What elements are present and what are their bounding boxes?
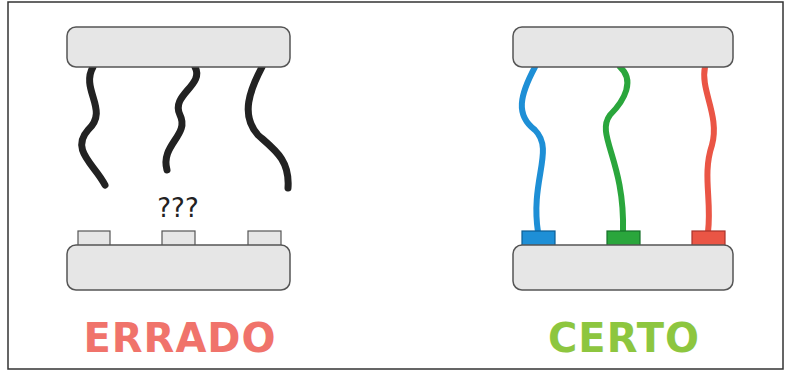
question-marks: ??? xyxy=(157,195,198,221)
pin xyxy=(78,231,110,246)
frame xyxy=(8,2,783,369)
top-board xyxy=(67,27,290,67)
bottom-board xyxy=(513,245,733,290)
wrong-connector xyxy=(67,27,290,290)
pin xyxy=(162,231,195,246)
right-connector xyxy=(513,27,733,290)
bottom-board xyxy=(67,245,290,290)
pin xyxy=(248,231,281,246)
top-board xyxy=(513,27,733,67)
right-heading: CERTO xyxy=(548,318,700,358)
wrong-heading: ERRADO xyxy=(83,318,276,358)
